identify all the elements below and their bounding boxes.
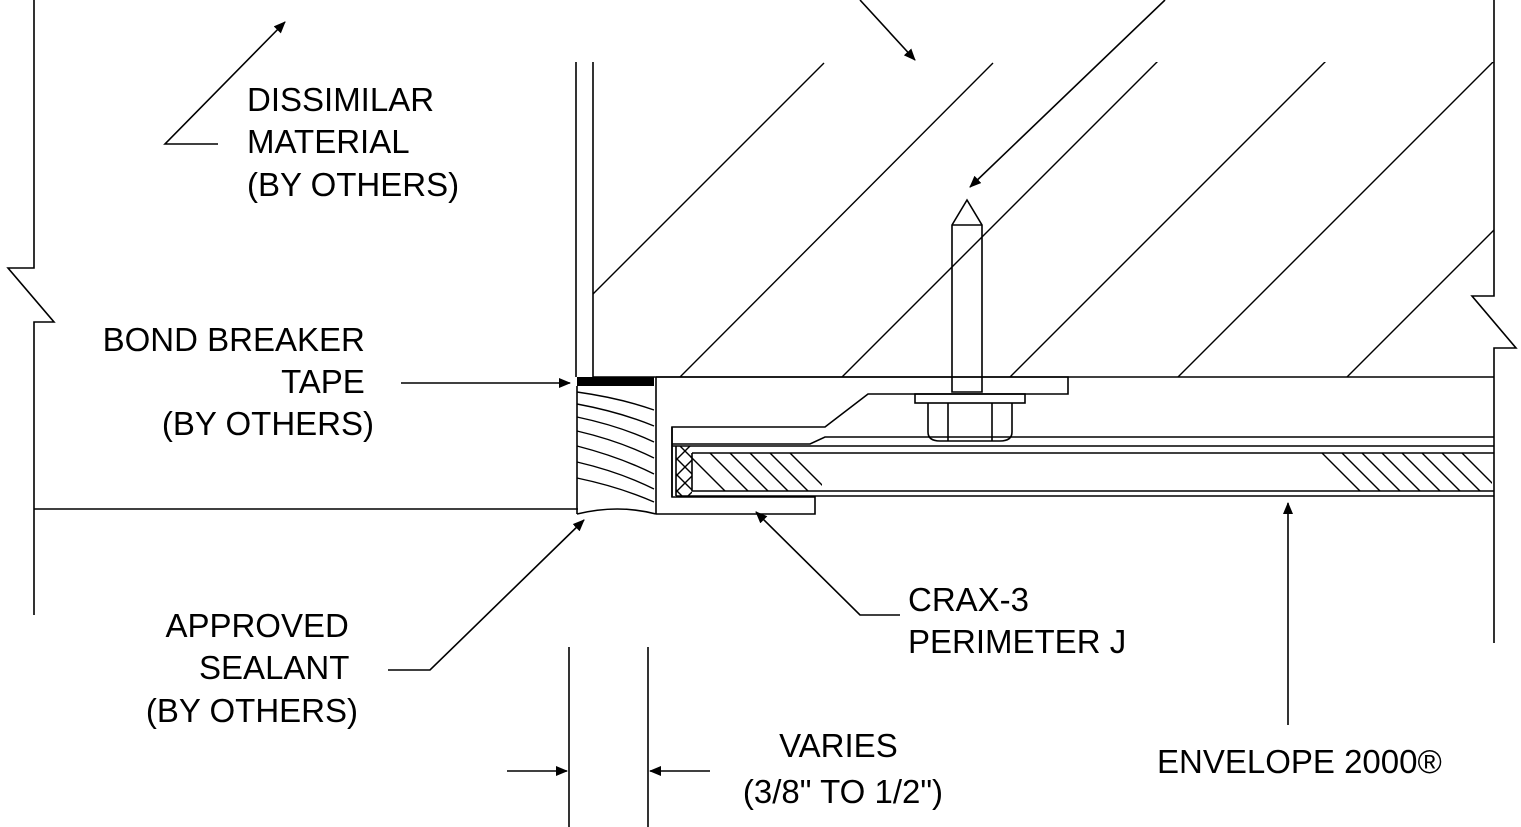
right-break-line [1470,0,1518,643]
sealant-joint [576,377,657,515]
substrate-hatch [593,62,1494,377]
crax-perimeter-label: CRAX-3 PERIMETER J [908,581,1126,660]
leader-lines [163,0,1293,827]
approved-sealant-label: APPROVED SEALANT (BY OTHERS) [146,607,358,729]
dissimilar-material-label: DISSIMILAR MATERIAL (BY OTHERS) [247,81,459,203]
envelope-label: ENVELOPE 2000® [1157,743,1442,780]
envelope-panel [672,436,1494,497]
bond-breaker-tape [577,377,654,386]
fastener [914,198,1026,442]
crax-perimeter-j [656,376,1069,515]
bond-breaker-label: BOND BREAKER TAPE (BY OTHERS) [103,321,374,442]
varies-dimension-label: VARIES (3/8" TO 1/2") [743,727,943,810]
dissimilar-material-wall [6,0,594,615]
